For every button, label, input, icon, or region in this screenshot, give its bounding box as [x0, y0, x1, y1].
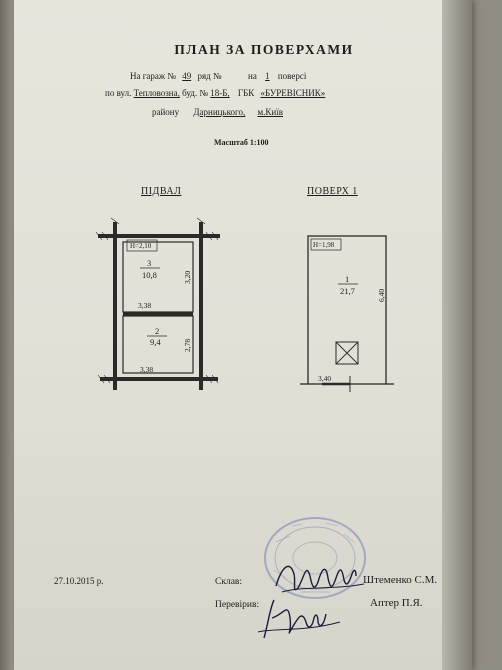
checked-label: Перевірив:: [215, 600, 260, 610]
gbk-name: «БУРЕВІСНИК»: [260, 88, 326, 98]
floor1-header: ПОВЕРХ 1: [307, 186, 358, 197]
basement-dim-lower-height: 2,78: [183, 339, 192, 352]
organization-seal: [264, 517, 366, 599]
room1-area: 21,7: [340, 286, 355, 296]
room1-outline: [307, 235, 387, 385]
building-number: 18-Б,: [210, 88, 230, 98]
basement-outer-wall: [113, 234, 203, 381]
district-line: району Дарницького, м.Київ: [152, 107, 283, 117]
gbk-label: ГБК: [237, 88, 255, 98]
room1-number: 1: [345, 274, 349, 284]
basement-dim-upper-height: 3,20: [183, 271, 192, 284]
page-edge-right: [442, 0, 472, 670]
room2-area: 9,4: [150, 337, 161, 347]
floor1-height-box: [310, 238, 342, 251]
building-label: буд. №: [182, 88, 208, 98]
row-label: ряд №: [197, 71, 222, 81]
basement-plan: Н=2,10 3 10,8 3,38 2 9,4 3,38 3,20 2,78: [95, 217, 220, 390]
room3-outline: [122, 241, 194, 313]
hatch-cross-2: [335, 341, 359, 365]
basement-dim-bottom-width: 3,38: [140, 365, 153, 374]
floor1-dim-width: 3,40: [318, 374, 331, 383]
city-name: м.Київ: [257, 107, 283, 117]
floor-label: поверсі: [277, 71, 307, 81]
basement-header: ПІДВАЛ: [141, 186, 182, 197]
document-title: ПЛАН ЗА ПОВЕРХАМИ: [174, 42, 354, 57]
checked-name: Аптер П.Я.: [370, 597, 423, 609]
basement-dim-top-width: 3,38: [138, 301, 151, 310]
signature-checker: [257, 599, 341, 639]
document-sheet: ПЛАН ЗА ПОВЕРХАМИ На гараж № 49 ряд № на…: [14, 0, 472, 670]
garage-prefix: На гараж №: [130, 71, 176, 81]
document-date: 27.10.2015 р.: [54, 576, 104, 586]
signature-composer: [275, 565, 365, 593]
street-name: Тепловозна,: [133, 88, 180, 98]
basement-height: Н=2,10: [130, 242, 152, 250]
district-name: Дарницького,: [193, 107, 246, 117]
street-prefix: по вул.: [105, 88, 132, 98]
floor1-dim-height: 6,40: [377, 289, 386, 302]
scale-label: Масштаб 1:100: [214, 138, 269, 147]
composed-label: Склав:: [215, 577, 243, 587]
room2-outline: [122, 315, 194, 374]
garage-number: 49: [182, 71, 192, 81]
garage-line: На гараж № 49 ряд № на 1 поверсі: [130, 71, 306, 81]
basement-height-box: [126, 239, 158, 252]
room2-number: 2: [155, 326, 159, 336]
address-line: по вул. Тепловозна, буд. № 18-Б, ГБК «БУ…: [105, 88, 325, 98]
hatch-opening: [335, 341, 359, 365]
composed-name: Штеменко С.М.: [363, 574, 438, 586]
district-label: району: [152, 107, 180, 117]
floor-number: 1: [265, 71, 270, 81]
room3-number: 3: [147, 258, 151, 268]
floor1-plan: Н=1,98 1 21,7 3,40 6,40: [300, 235, 394, 392]
room3-area: 10,8: [142, 270, 157, 280]
on-label: на: [248, 71, 257, 81]
binding-shadow-left: [0, 0, 14, 670]
floor1-height: Н=1,98: [313, 241, 335, 249]
basement-wall-hatching: [95, 217, 219, 384]
